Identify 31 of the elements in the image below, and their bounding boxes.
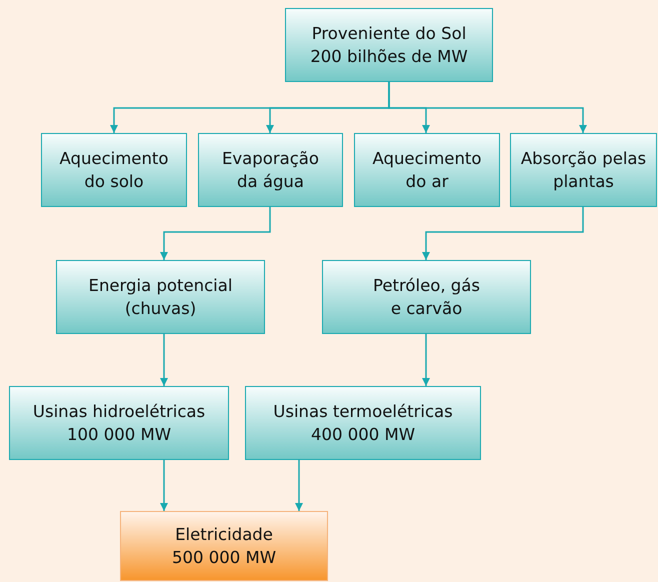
box-label: Usinas hidroelétricas	[32, 401, 206, 423]
process-box	[198, 133, 343, 207]
box-label: Aquecimento do ar	[372, 148, 482, 193]
arrow	[295, 460, 303, 511]
process-box	[354, 133, 500, 207]
box-label: Evaporação da água	[220, 148, 320, 193]
process-box	[56, 260, 265, 334]
box-label: 200 bilhões de MW	[310, 46, 468, 68]
box-label: Proveniente do Sol	[312, 23, 466, 45]
box-label: 400 000 MW	[310, 424, 416, 446]
process-box	[9, 386, 229, 460]
process-box	[245, 386, 481, 460]
process-box	[510, 133, 657, 207]
arrow	[160, 460, 168, 511]
box-label: Energia potencial (chuvas)	[88, 275, 234, 320]
process-box	[41, 133, 187, 207]
box-label: Eletricidade	[175, 524, 273, 546]
box-label: Petróleo, gás e carvão	[372, 275, 481, 320]
process-box	[285, 8, 493, 82]
process-box	[322, 260, 531, 334]
arrow	[160, 207, 271, 260]
box-label: Usinas termoelétricas	[273, 401, 453, 423]
arrow	[160, 334, 168, 386]
box-label: Absorção pelas plantas	[520, 148, 648, 193]
box-label: 500 000 MW	[172, 547, 276, 569]
box-label: Aquecimento do solo	[58, 148, 170, 193]
arrow	[422, 334, 430, 386]
arrow	[388, 82, 587, 133]
process-box	[120, 511, 328, 581]
box-label: 100 000 MW	[66, 424, 172, 446]
arrow	[422, 207, 584, 260]
